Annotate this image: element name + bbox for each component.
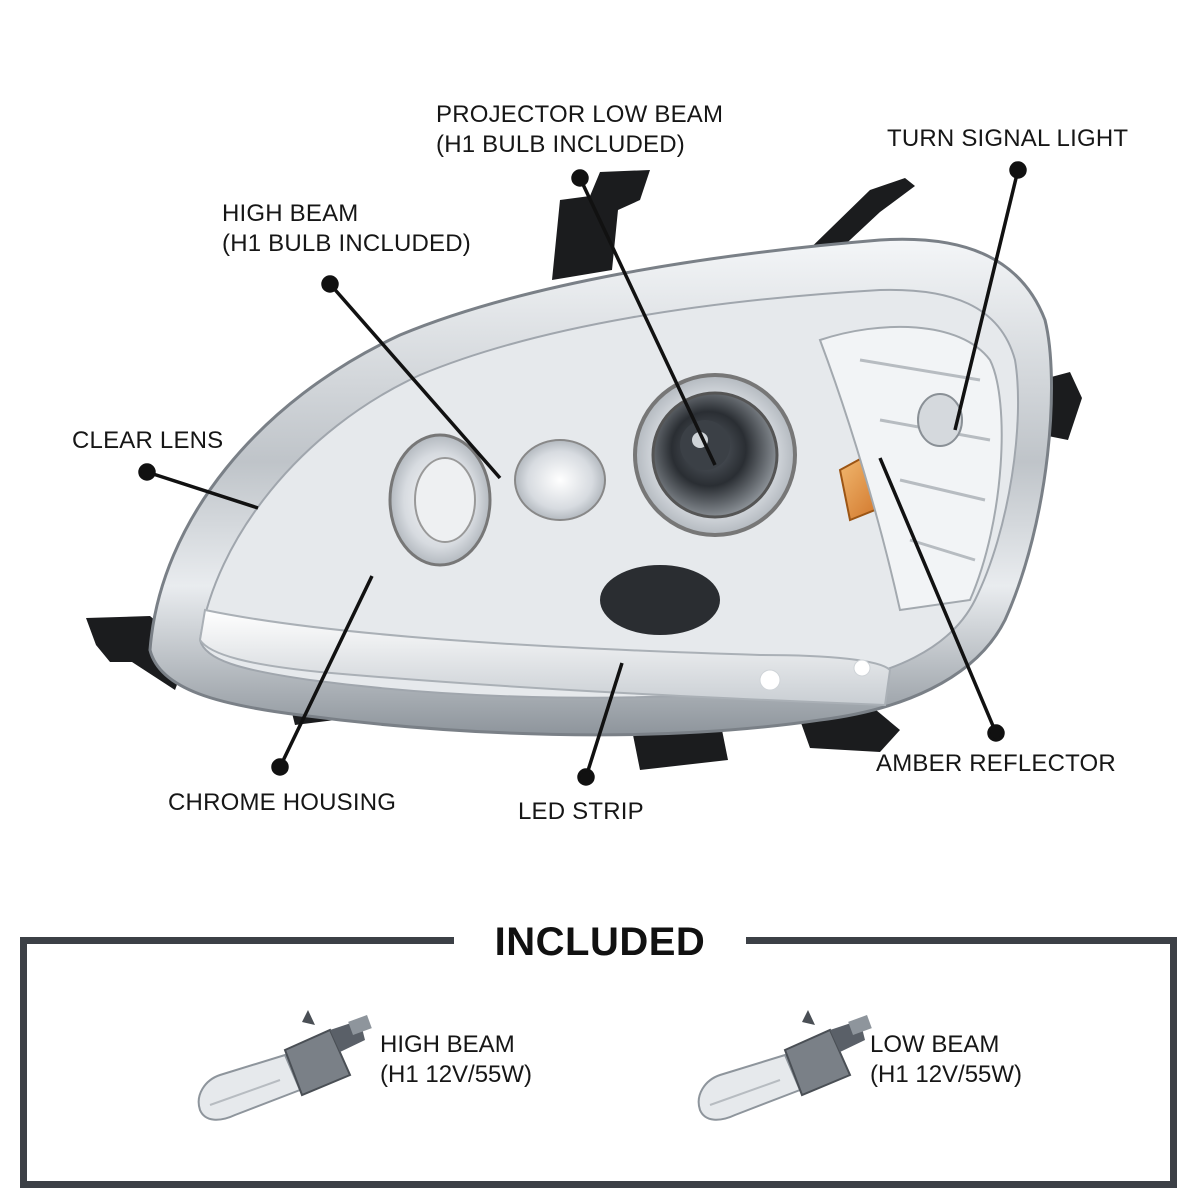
- callout-led-strip: LED STRIP: [518, 797, 644, 827]
- h1-bulb-icon: [697, 1010, 872, 1121]
- headlight-illustration: [86, 161, 1082, 786]
- callout-led-strip-line1: LED STRIP: [518, 798, 644, 825]
- high-beam-reflector: [388, 433, 606, 567]
- included-high-beam-name: HIGH BEAM: [380, 1031, 515, 1058]
- included-item-high-beam: HIGH BEAM (H1 12V/55W): [380, 1030, 532, 1090]
- included-low-beam-name: LOW BEAM: [870, 1031, 1000, 1058]
- included-low-beam-spec: (H1 12V/55W): [870, 1061, 1023, 1088]
- included-high-beam-spec: (H1 12V/55W): [380, 1061, 533, 1088]
- included-item-low-beam: LOW BEAM (H1 12V/55W): [870, 1030, 1022, 1090]
- callout-amber-reflector: AMBER REFLECTOR: [876, 749, 1116, 779]
- callout-turn-signal-light: TURN SIGNAL LIGHT: [887, 124, 1128, 154]
- callout-clear-lens-line1: CLEAR LENS: [72, 427, 224, 454]
- turn-signal-area: [818, 325, 1003, 612]
- callout-turn-signal-line1: TURN SIGNAL LIGHT: [887, 125, 1129, 152]
- callout-amber-reflector-line1: AMBER REFLECTOR: [876, 750, 1116, 777]
- callout-chrome-housing-line1: CHROME HOUSING: [168, 789, 397, 816]
- led-strip-shape: [198, 608, 892, 707]
- h1-bulb-icon: [197, 1010, 372, 1121]
- callout-projector-low-beam: PROJECTOR LOW BEAM (H1 BULB INCLUDED): [436, 100, 723, 160]
- callout-high-beam-line2: (H1 BULB INCLUDED): [222, 230, 471, 257]
- included-frame-top-right: [746, 937, 1177, 944]
- included-frame-top-left: [20, 937, 454, 944]
- included-frame: [20, 938, 1177, 1188]
- callout-projector-line1: PROJECTOR LOW BEAM: [436, 101, 724, 128]
- callout-chrome-housing: CHROME HOUSING: [168, 788, 396, 818]
- callout-projector-line2: (H1 BULB INCLUDED): [436, 131, 685, 158]
- callout-clear-lens: CLEAR LENS: [72, 426, 223, 456]
- included-title: INCLUDED: [494, 920, 706, 964]
- callout-high-beam: HIGH BEAM (H1 BULB INCLUDED): [222, 199, 471, 259]
- callout-high-beam-line1: HIGH BEAM: [222, 200, 359, 227]
- clear-lens-shape: [198, 288, 1020, 699]
